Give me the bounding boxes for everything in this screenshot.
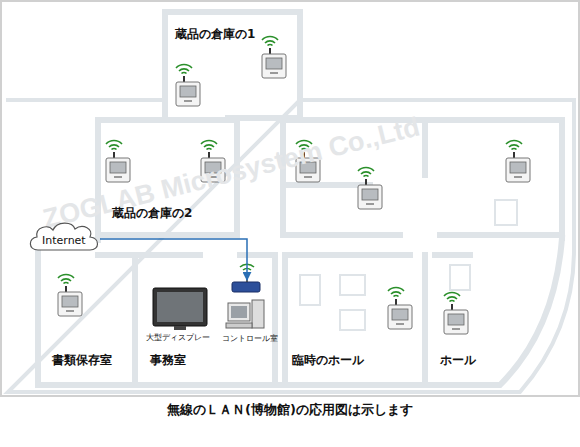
room-label: 蔵品の倉庫の1 <box>175 26 255 43</box>
display-label: 大型ディスプレー <box>146 332 210 343</box>
cloud-label: Internet <box>42 234 86 247</box>
room: 蔵品の倉庫の1 <box>168 15 298 115</box>
room-label: ホール <box>440 352 476 369</box>
room: 事務室コントロール室 <box>138 258 273 383</box>
cloud: Internet <box>26 218 102 256</box>
caption: 無線のＬＡＮ(博物館)の応用図は示します <box>0 401 580 419</box>
room: ホール <box>428 258 548 383</box>
room: 書類保存室 <box>41 258 133 383</box>
room: 蔵品の倉庫の2 <box>101 123 235 233</box>
room-label: 書類保存室 <box>52 352 112 369</box>
room-label: 蔵品の倉庫の2 <box>112 205 192 222</box>
control-room: コントロール室 <box>222 262 288 344</box>
room-label: 事務室 <box>150 352 186 369</box>
room: 臨時のホール <box>288 258 423 383</box>
network-link <box>100 239 247 280</box>
control-room-label: コントロール室 <box>222 333 278 344</box>
room-label: 臨時のホール <box>292 352 364 369</box>
